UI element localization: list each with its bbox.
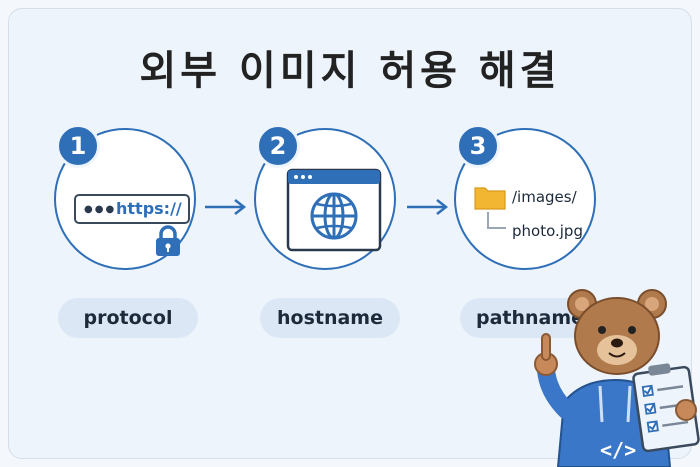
- url-bar: ●●● https://: [74, 194, 190, 224]
- step-2-label: hostname: [260, 298, 400, 338]
- step-2-circle: [254, 128, 396, 270]
- bear-mascot-icon: </>: [534, 289, 700, 467]
- step-1-label: protocol: [58, 298, 198, 338]
- dots-icon: ●●●: [84, 204, 117, 215]
- lock-icon: [156, 225, 180, 256]
- tree-branch-icon: [487, 212, 506, 229]
- step-3-circle: /images/ photo.jpg: [454, 128, 596, 270]
- arrow-right-icon: [205, 199, 247, 215]
- folder-icon: [474, 187, 506, 210]
- step-3-badge: 3: [456, 124, 500, 168]
- folder-path: /images/: [512, 188, 577, 206]
- url-text: https://: [116, 199, 182, 218]
- svg-text:</>: </>: [600, 438, 636, 462]
- page-title: 외부 이미지 허용 해결: [139, 48, 561, 94]
- arrow-right-icon: [407, 199, 449, 215]
- file-name: photo.jpg: [512, 222, 583, 240]
- step-2-badge: 2: [256, 124, 300, 168]
- browser-globe-icon: [286, 168, 382, 252]
- step-1-badge: 1: [56, 124, 100, 168]
